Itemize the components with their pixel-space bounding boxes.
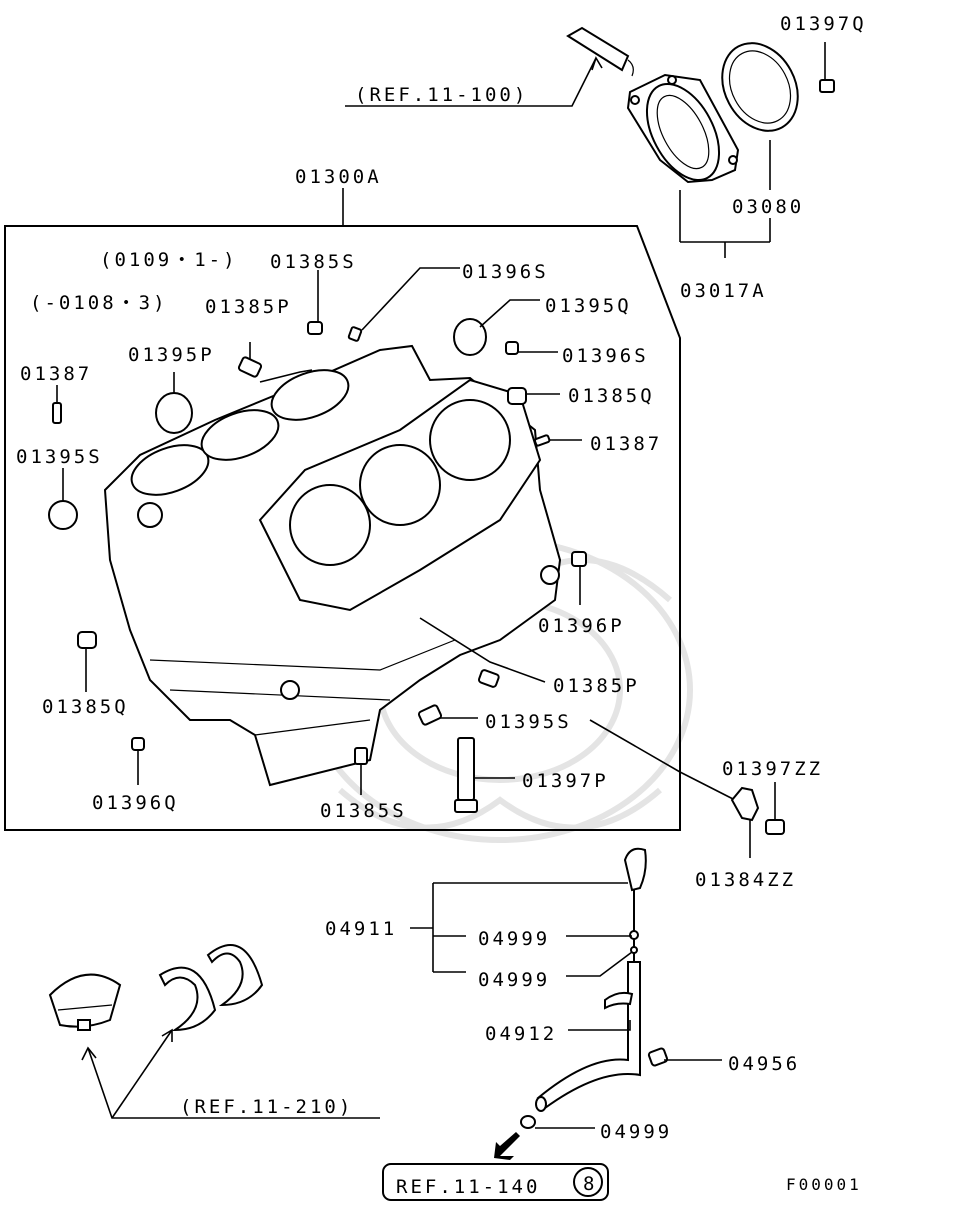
oil-seal: [721, 42, 799, 132]
bearing-shell-2: [158, 966, 217, 1032]
plug-01385S-bottom: [354, 747, 368, 765]
part-label: 01395Q: [545, 295, 632, 317]
pin-01396Q: [131, 737, 145, 751]
ref-arrow: [494, 1132, 520, 1160]
bolt-01397P: [454, 737, 478, 813]
block-assembly-box: [4, 225, 681, 831]
figure-code: F00001: [786, 1175, 862, 1194]
serial-note-from: (0109・1-): [100, 249, 238, 271]
plug-01385S-top: [307, 321, 323, 335]
part-label: 01397ZZ: [722, 758, 823, 780]
pin-01396S-right: [505, 341, 519, 355]
core-plug-01395S-left: [48, 500, 78, 530]
part-label: 03017A: [680, 280, 767, 302]
part-label: 04956: [728, 1053, 800, 1075]
part-label: 01385P: [553, 675, 640, 697]
ref-label-bearings: (REF.11-210): [180, 1096, 353, 1118]
sealant-tube: [566, 26, 634, 77]
part-label: 01396Q: [92, 792, 179, 814]
plug-01385Q-right: [507, 387, 527, 405]
ref-box-bottom: [382, 1163, 609, 1201]
pin-01396P: [571, 551, 587, 567]
part-label: 03080: [732, 196, 804, 218]
part-label: 01387: [20, 363, 92, 385]
core-plug-01395Q: [453, 318, 487, 356]
pin-01387-right: [533, 434, 551, 447]
bracket-01384ZZ: [730, 786, 760, 822]
plug-01385P-top: [237, 356, 263, 378]
ref-circle: [573, 1167, 603, 1197]
cylinder-block: [103, 344, 562, 787]
plug-01385Q-left: [77, 631, 97, 649]
ref-label-bottom: REF.11-140: [396, 1176, 540, 1198]
part-label: 01395P: [128, 344, 215, 366]
part-label: 01385Q: [42, 696, 129, 718]
serial-note-to: (-0108・3): [30, 292, 168, 314]
oil-level-gauge-guide: [535, 961, 641, 1112]
ref-circle-number: 8: [583, 1173, 594, 1195]
plug-01395S-mid: [417, 704, 443, 726]
bearing-shell-3: [206, 944, 264, 1007]
part-label: 01384ZZ: [695, 869, 796, 891]
core-plug-01395P: [155, 392, 193, 434]
bolt-04956: [647, 1047, 669, 1067]
part-label: 01395S: [16, 446, 103, 468]
part-label: 01387: [590, 433, 662, 455]
part-label: 01396P: [538, 615, 625, 637]
rear-oil-seal-case: [626, 73, 740, 184]
part-label: 04999: [600, 1121, 672, 1143]
part-label: 04911: [325, 918, 397, 940]
o-ring-04999: [520, 1115, 536, 1129]
ref-label-top: (REF.11-100): [355, 84, 528, 106]
part-label: 04999: [478, 928, 550, 950]
bolt-01397Q: [819, 42, 835, 93]
part-label: 01397P: [522, 770, 609, 792]
part-label: 01395S: [485, 711, 572, 733]
oil-level-gauge: [623, 847, 647, 962]
bolt-01397ZZ: [765, 819, 785, 835]
bearing-shell-1: [48, 973, 122, 1031]
part-label: 01385P: [205, 296, 292, 318]
part-label: 01385Q: [568, 385, 655, 407]
pin-01396S-top: [347, 326, 363, 342]
part-label: 01385S: [320, 800, 407, 822]
part-label: 04999: [478, 969, 550, 991]
part-label-01300A: 01300A: [295, 166, 382, 188]
part-label: 01396S: [462, 261, 549, 283]
part-label: 01385S: [270, 251, 357, 273]
part-label: 01397Q: [780, 13, 867, 35]
plug-01385P-mid: [477, 669, 500, 688]
part-label: 01396S: [562, 345, 649, 367]
part-label: 04912: [485, 1023, 557, 1045]
pin-01387-left: [52, 402, 62, 424]
